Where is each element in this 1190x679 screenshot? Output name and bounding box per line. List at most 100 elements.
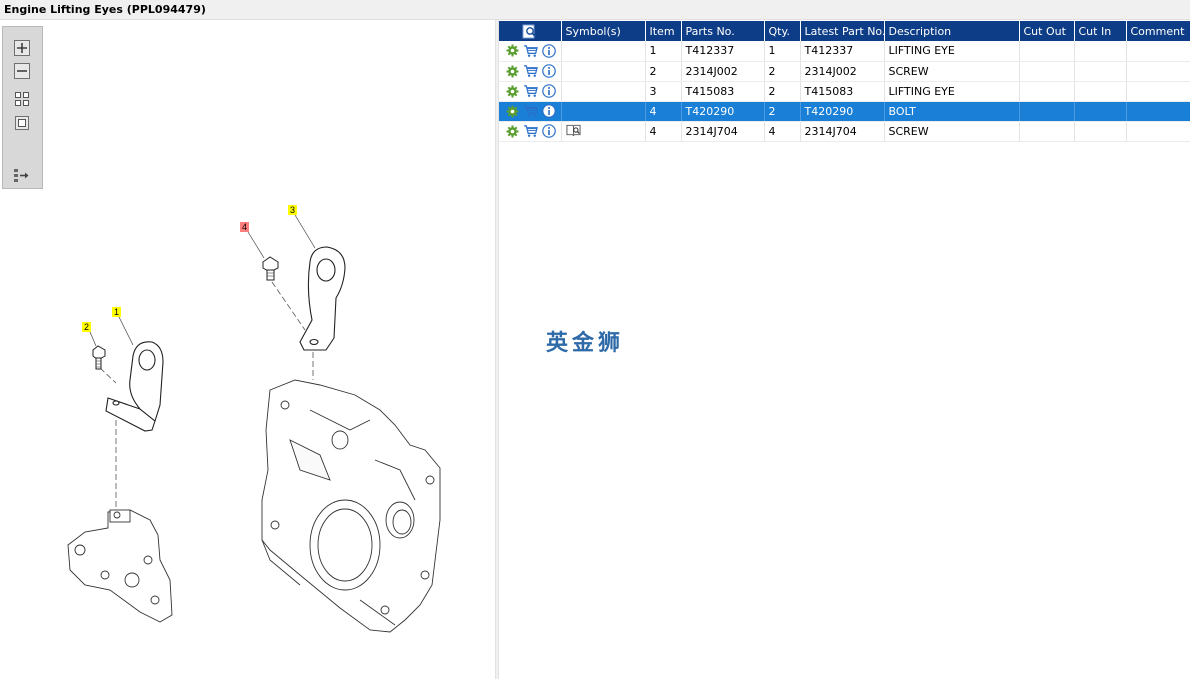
row-cut-in-cell xyxy=(1074,81,1127,102)
table-row[interactable]: 4 T420290 2 T420290 BOLT xyxy=(499,101,1190,122)
row-cut-in-cell xyxy=(1074,61,1127,82)
window-title-bar: Engine Lifting Eyes (PPL094479) xyxy=(0,0,1190,20)
row-actions-cell xyxy=(499,41,562,62)
row-item-cell: 2 xyxy=(645,61,682,82)
row-comment-cell xyxy=(1126,101,1190,122)
callout-3[interactable]: 3 xyxy=(288,205,297,215)
info-icon[interactable] xyxy=(541,43,556,58)
row-symbols-cell xyxy=(561,41,646,62)
gear-icon[interactable] xyxy=(505,43,520,58)
column-header-parts-no[interactable]: Parts No. xyxy=(681,21,765,41)
screw-part-2 xyxy=(92,345,106,370)
row-qty-cell: 4 xyxy=(764,121,801,142)
row-item-cell: 4 xyxy=(645,121,682,142)
book-search-icon[interactable] xyxy=(565,122,581,137)
gear-icon[interactable] xyxy=(505,64,520,79)
row-qty-cell: 2 xyxy=(764,101,801,122)
shopping-cart-icon[interactable] xyxy=(523,84,538,99)
row-cut-in-cell xyxy=(1074,121,1127,142)
row-cut-out-cell xyxy=(1019,41,1075,62)
row-parts-no-cell: 2314J704 xyxy=(681,121,765,142)
info-icon[interactable] xyxy=(541,104,556,119)
column-header-symbols[interactable]: Symbol(s) xyxy=(561,21,646,41)
gear-icon[interactable] xyxy=(505,104,520,119)
zoom-out-button[interactable] xyxy=(12,62,32,80)
fit-page-button[interactable] xyxy=(12,114,32,132)
callout-2[interactable]: 2 xyxy=(82,322,91,332)
row-item-cell: 3 xyxy=(645,81,682,102)
row-description-cell: BOLT xyxy=(884,101,1020,122)
table-row[interactable]: 3 T415083 2 T415083 LIFTING EYE xyxy=(499,81,1190,102)
drawing-pane[interactable]: 1 2 3 4 xyxy=(0,20,495,679)
parts-list-pane: Symbol(s) Item Parts No. Qty. Latest Par… xyxy=(499,20,1190,679)
row-latest-part-no-cell: T420290 xyxy=(800,101,885,122)
table-row[interactable]: 4 2314J704 4 2314J704 SCREW xyxy=(499,121,1190,142)
callout-1[interactable]: 1 xyxy=(112,307,121,317)
bolt-part-4 xyxy=(262,256,279,281)
row-symbols-cell xyxy=(561,81,646,102)
column-header-latest-part-no[interactable]: Latest Part No. xyxy=(800,21,885,41)
row-item-cell: 1 xyxy=(645,41,682,62)
row-cut-out-cell xyxy=(1019,61,1075,82)
search-document-icon xyxy=(522,24,537,38)
row-cut-in-cell xyxy=(1074,101,1127,122)
exploded-parts-drawing[interactable]: 1 2 3 4 xyxy=(0,20,495,679)
shopping-cart-icon[interactable] xyxy=(523,104,538,119)
callout-label: 3 xyxy=(290,205,295,215)
row-qty-cell: 2 xyxy=(764,61,801,82)
shopping-cart-icon[interactable] xyxy=(523,64,538,79)
row-actions-cell xyxy=(499,81,562,102)
row-actions-cell xyxy=(499,121,562,142)
row-latest-part-no-cell: 2314J704 xyxy=(800,121,885,142)
column-header-item[interactable]: Item xyxy=(645,21,682,41)
info-icon[interactable] xyxy=(541,64,556,79)
fit-all-button[interactable] xyxy=(12,90,32,108)
engine-front-cover xyxy=(261,379,441,633)
row-parts-no-cell: 2314J002 xyxy=(681,61,765,82)
column-header-qty[interactable]: Qty. xyxy=(764,21,801,41)
row-actions-cell xyxy=(499,101,562,122)
row-latest-part-no-cell: T412337 xyxy=(800,41,885,62)
zoom-in-button[interactable] xyxy=(12,39,32,57)
row-item-cell: 4 xyxy=(645,101,682,122)
row-description-cell: LIFTING EYE xyxy=(884,41,1020,62)
lifting-eye-part-3 xyxy=(299,246,346,351)
column-header-comment[interactable]: Comment xyxy=(1126,21,1190,41)
table-row[interactable]: 1 T412337 1 T412337 LIFTING EYE xyxy=(499,41,1190,62)
row-comment-cell xyxy=(1126,121,1190,142)
column-header-cut-in[interactable]: Cut In xyxy=(1074,21,1127,41)
callout-label: 1 xyxy=(114,307,119,317)
row-qty-cell: 1 xyxy=(764,41,801,62)
shopping-cart-icon[interactable] xyxy=(523,43,538,58)
row-cut-in-cell xyxy=(1074,41,1127,62)
gear-icon[interactable] xyxy=(505,124,520,139)
pane-splitter[interactable] xyxy=(495,20,499,679)
column-header-cut-out[interactable]: Cut Out xyxy=(1019,21,1075,41)
callout-label: 4 xyxy=(242,222,247,232)
shopping-cart-icon[interactable] xyxy=(523,124,538,139)
engine-bracket xyxy=(67,509,173,623)
callout-label: 2 xyxy=(84,322,89,332)
row-cut-out-cell xyxy=(1019,101,1075,122)
row-description-cell: LIFTING EYE xyxy=(884,81,1020,102)
row-qty-cell: 2 xyxy=(764,81,801,102)
square-icon xyxy=(15,116,29,130)
row-latest-part-no-cell: T415083 xyxy=(800,81,885,102)
table-header-row: Symbol(s) Item Parts No. Qty. Latest Par… xyxy=(499,21,1190,41)
gear-icon[interactable] xyxy=(505,84,520,99)
row-parts-no-cell: T420290 xyxy=(681,101,765,122)
row-comment-cell xyxy=(1126,81,1190,102)
zoom-in-icon xyxy=(14,40,30,56)
window-title: Engine Lifting Eyes (PPL094479) xyxy=(4,3,206,16)
table-row[interactable]: 2 2314J002 2 2314J002 SCREW xyxy=(499,61,1190,82)
info-icon[interactable] xyxy=(541,84,556,99)
row-latest-part-no-cell: 2314J002 xyxy=(800,61,885,82)
grid-icon xyxy=(15,92,29,106)
column-header-actions[interactable] xyxy=(499,21,562,41)
column-header-description[interactable]: Description xyxy=(884,21,1020,41)
toggle-list-button[interactable] xyxy=(12,166,32,184)
row-symbols-cell xyxy=(561,101,646,122)
row-description-cell: SCREW xyxy=(884,61,1020,82)
info-icon[interactable] xyxy=(541,124,556,139)
callout-4[interactable]: 4 xyxy=(240,222,249,232)
